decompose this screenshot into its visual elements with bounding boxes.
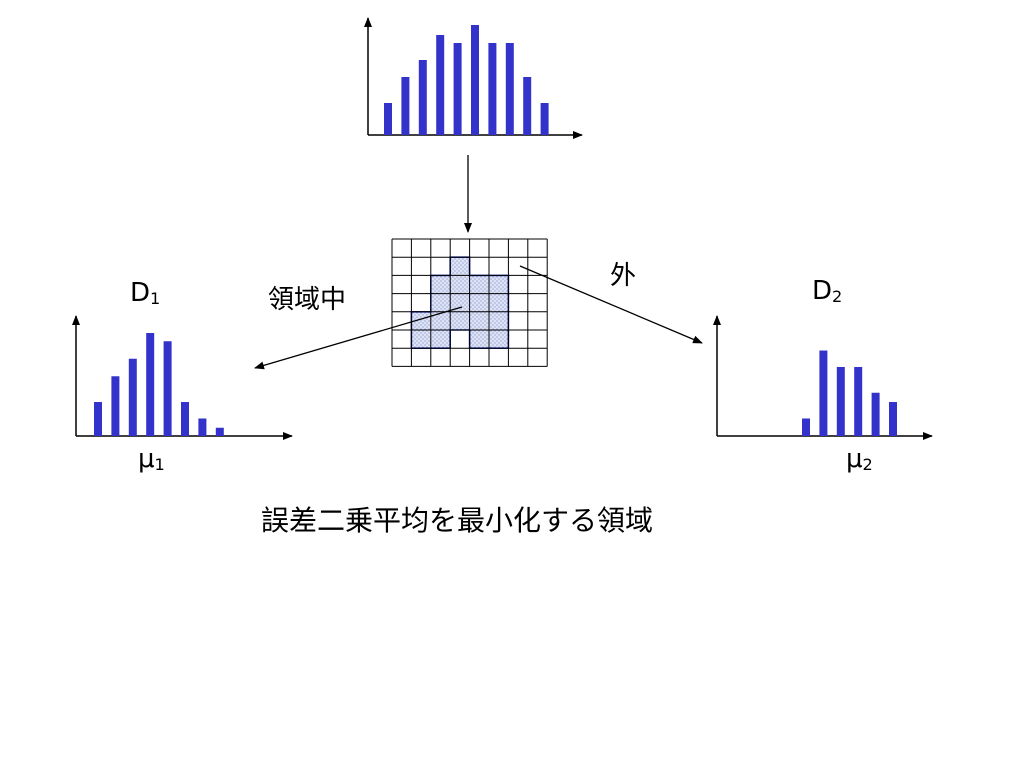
- d1-label: D1: [130, 278, 161, 308]
- inside-histogram: [72, 315, 293, 440]
- inside-bars: [94, 333, 224, 436]
- histogram-bar: [418, 60, 427, 135]
- histogram-bar: [854, 366, 863, 436]
- histogram-bar: [384, 103, 392, 135]
- histogram-bar: [215, 427, 224, 436]
- histogram-bar: [163, 341, 172, 436]
- histogram-bar: [802, 418, 810, 436]
- histogram-bar: [871, 392, 880, 436]
- outside-label: 外: [610, 261, 637, 291]
- inside-label: 領域中: [268, 285, 347, 315]
- outside-arrow: [519, 265, 703, 344]
- top-bars: [384, 25, 549, 135]
- histogram-bar: [540, 103, 549, 135]
- histogram-bar: [128, 358, 137, 436]
- histogram-bar: [401, 77, 410, 135]
- grid-lines: [391, 238, 548, 367]
- histogram-bar: [471, 25, 479, 135]
- histogram-bar: [146, 333, 155, 436]
- histogram-bar: [453, 43, 462, 135]
- outside-histogram: [713, 315, 933, 440]
- caption: 誤差二乗平均を最小化する領域: [261, 504, 654, 537]
- pixel-grid: [391, 238, 548, 367]
- histogram-bar: [505, 43, 514, 135]
- outside-bars: [802, 350, 897, 436]
- top-histogram: [364, 17, 583, 139]
- histogram-bar: [94, 402, 102, 436]
- histogram-bar: [819, 350, 828, 436]
- histogram-bar: [488, 43, 497, 135]
- histogram-bar: [198, 418, 207, 436]
- region-shape: [410, 256, 510, 349]
- mu1-label: μ1: [138, 444, 165, 474]
- histogram-bar: [181, 402, 189, 436]
- histogram-bar: [889, 402, 897, 436]
- histogram-bar: [436, 35, 445, 135]
- inside-arrow: [254, 306, 463, 370]
- histogram-bar: [111, 376, 120, 436]
- d2-label: D2: [812, 276, 843, 306]
- histogram-bar: [836, 366, 845, 436]
- mu2-label: μ2: [846, 444, 873, 474]
- histogram-bar: [523, 77, 532, 135]
